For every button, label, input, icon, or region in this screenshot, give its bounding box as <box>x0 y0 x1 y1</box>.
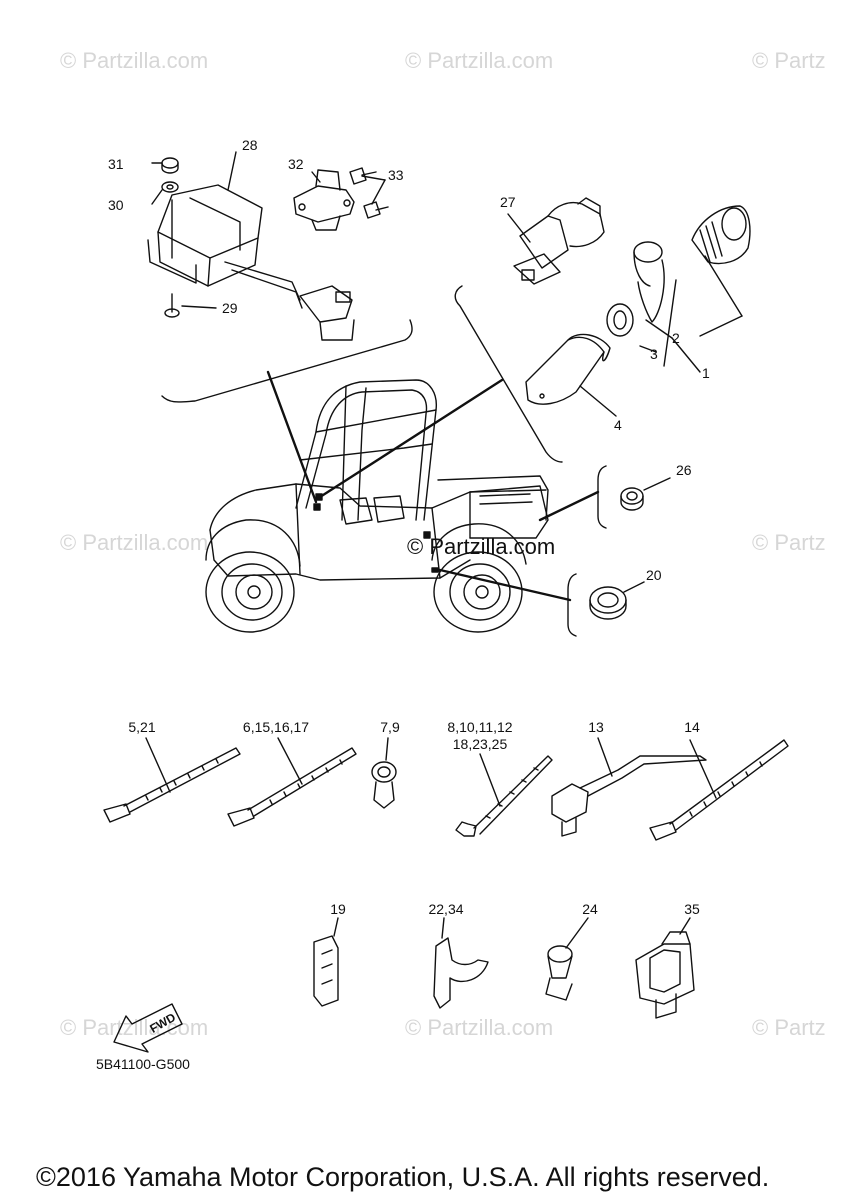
watermark: © Partz <box>752 48 826 73</box>
vehicle-illustration <box>205 379 549 633</box>
callout-32: 32 <box>288 156 304 172</box>
cable-tie-14 <box>649 739 789 841</box>
diagram-code: 5B41100-G500 <box>96 1056 190 1072</box>
watermark: © Partzilla.com <box>405 1015 554 1040</box>
watermark: © Partz <box>752 530 826 555</box>
grommet-20 <box>438 568 645 637</box>
callout-1: 1 <box>702 365 710 381</box>
callout-7-9: 7,9 <box>380 719 400 735</box>
clip-13 <box>551 737 707 837</box>
callout-19: 19 <box>330 901 346 917</box>
callout-5-21: 5,21 <box>128 719 156 735</box>
callout-27: 27 <box>500 194 516 210</box>
watermark: © Partzilla.com <box>60 530 209 555</box>
watermark: © Partzilla.com <box>60 1015 209 1040</box>
sensor-assembly <box>293 167 389 231</box>
clip-24 <box>545 917 589 1001</box>
callout-24: 24 <box>582 901 598 917</box>
callout-18-23-25: 18,23,25 <box>452 736 508 752</box>
callout-30: 30 <box>108 197 124 213</box>
callout-20: 20 <box>646 567 662 583</box>
callout-29: 29 <box>222 300 238 316</box>
grommet-26 <box>538 465 671 529</box>
clamp-7-9 <box>371 737 397 809</box>
center-watermark: © Partzilla.com <box>407 534 556 559</box>
callout-26: 26 <box>676 462 692 478</box>
callout-3: 3 <box>650 346 658 362</box>
cable-tie-5-21 <box>103 737 241 823</box>
relay-assembly <box>147 151 355 341</box>
fwd-arrow-icon <box>113 1003 183 1053</box>
clip-35 <box>635 917 695 1019</box>
callout-14: 14 <box>684 719 700 735</box>
callout-22-34: 22,34 <box>428 901 464 917</box>
cable-tie-8-10-11-12 <box>455 753 553 837</box>
callout-28: 28 <box>242 137 258 153</box>
cable-tie-6-15-16-17 <box>227 737 357 827</box>
clip-19 <box>313 917 339 1007</box>
watermark: © Partzilla.com <box>60 48 209 73</box>
watermark: © Partz <box>752 1015 826 1040</box>
clip-22-34 <box>433 917 489 1009</box>
callout-33: 33 <box>388 167 404 183</box>
callout-6-15-16-17: 6,15,16,17 <box>242 719 310 735</box>
callout-13: 13 <box>588 719 604 735</box>
callout-8-10-11-12: 8,10,11,12 <box>447 719 513 735</box>
copyright-notice: ©2016 Yamaha Motor Corporation, U.S.A. A… <box>36 1162 770 1192</box>
callout-4: 4 <box>614 417 622 433</box>
watermark: © Partzilla.com <box>405 48 554 73</box>
callout-2: 2 <box>672 330 680 346</box>
callout-31: 31 <box>108 156 124 172</box>
socket-assembly <box>507 197 751 417</box>
callout-35: 35 <box>684 901 700 917</box>
